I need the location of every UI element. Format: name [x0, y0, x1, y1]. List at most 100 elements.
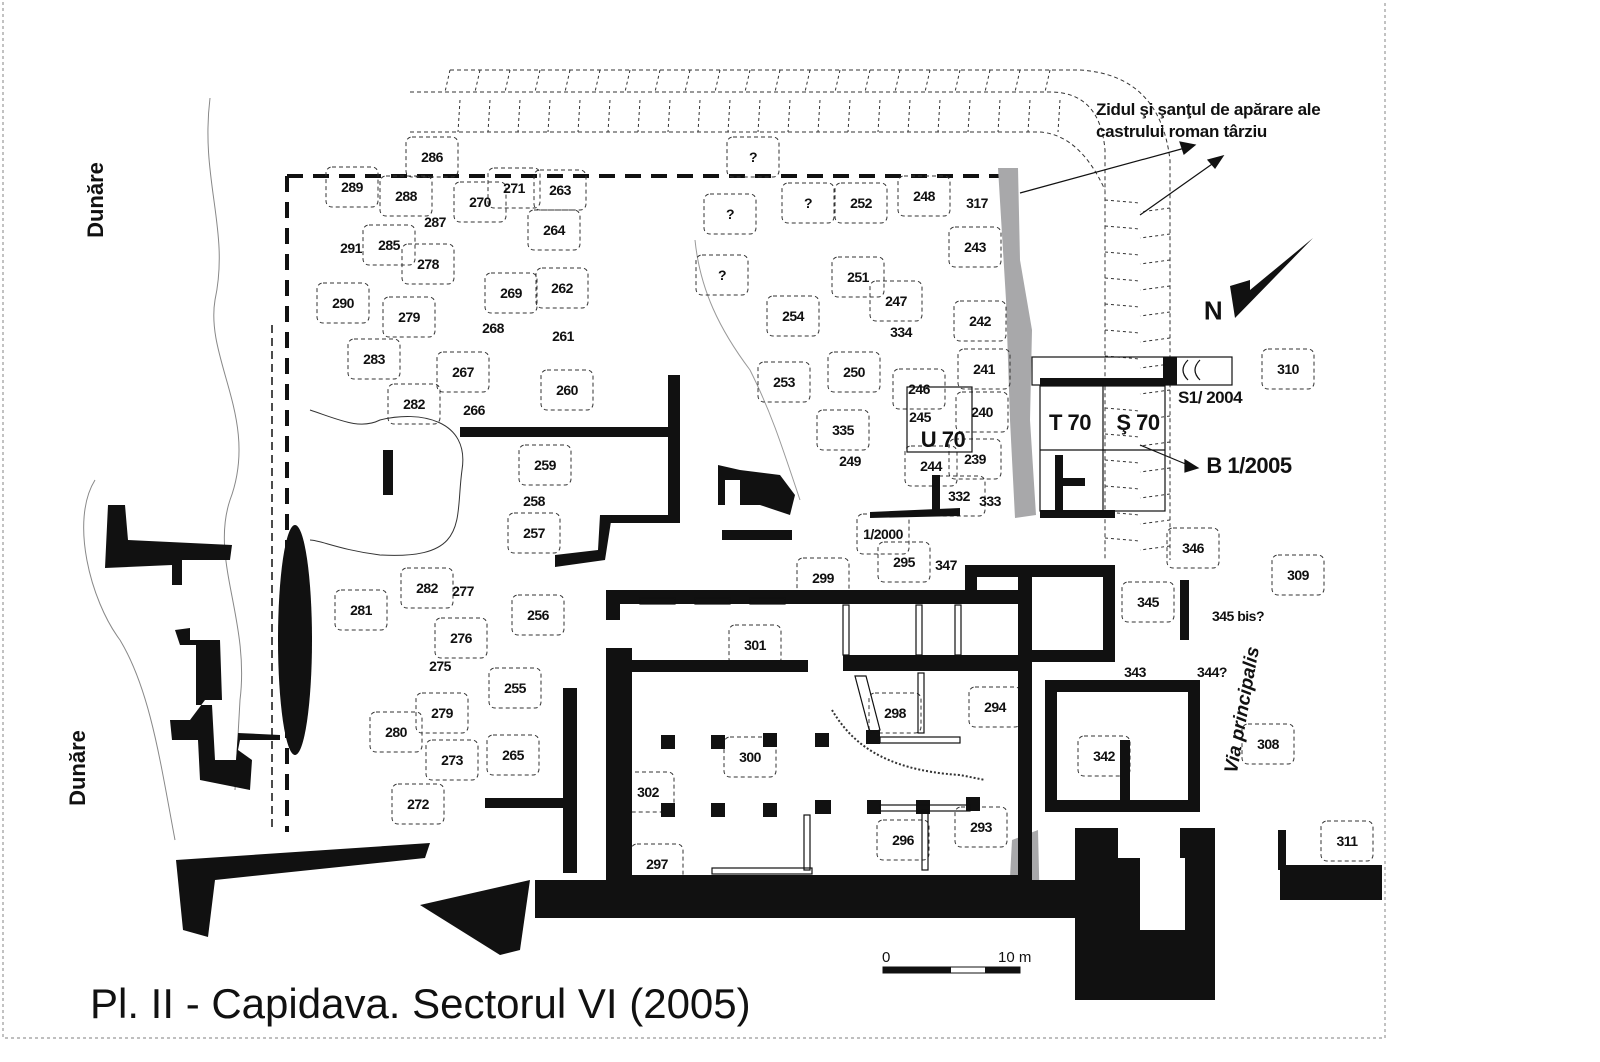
feature-number: 286 [421, 149, 443, 165]
feature-outline [391, 783, 445, 825]
feature-number: 289 [341, 179, 363, 195]
ditch-segment [1104, 407, 1171, 421]
feature-number: 264 [543, 222, 565, 238]
feature-number: 310 [1277, 361, 1299, 377]
feature-outline [876, 819, 930, 861]
ditch-segment [834, 69, 851, 133]
trench-label: B 1/2005 [1206, 453, 1292, 478]
ditch-segment [1104, 381, 1171, 395]
feature-number: 278 [417, 256, 439, 272]
feature-outline [425, 739, 479, 781]
feature-outline [816, 409, 870, 451]
feature-outline [781, 182, 835, 224]
feature-outline [405, 136, 459, 178]
feature-number: 293 [970, 819, 992, 835]
feature-number: 245 [909, 409, 931, 425]
brick-walls [639, 356, 1233, 875]
drain-channel [831, 709, 986, 781]
ditch-segment [864, 69, 881, 133]
feature-number: 332 [948, 488, 970, 504]
feature-outline [703, 193, 757, 235]
ditch-segment [594, 69, 611, 133]
feature-number: 295 [893, 554, 915, 570]
ditch-segment [1104, 485, 1171, 499]
feature-outline [527, 209, 581, 251]
feature-number: 311 [1336, 833, 1358, 849]
feature-number: 242 [969, 313, 991, 329]
feature-number: 299 [812, 570, 834, 586]
feature-outline [877, 541, 931, 583]
pillars [661, 730, 980, 817]
feature-outline [535, 267, 589, 309]
feature-number: 290 [332, 295, 354, 311]
feature-number: 285 [378, 237, 400, 253]
feature-outline [415, 692, 469, 734]
feature-outline [954, 806, 1008, 848]
feature-outline [540, 369, 594, 411]
feature-outline [486, 734, 540, 776]
feature-number: 255 [504, 680, 526, 696]
ditch-segment [474, 69, 491, 133]
ditch-segment [1104, 225, 1171, 239]
feature-number: 281 [350, 602, 372, 618]
feature-outline [316, 282, 370, 324]
ditch-segment [1104, 433, 1171, 447]
feature-number: 346 [1182, 540, 1204, 556]
feature-number: 272 [407, 796, 429, 812]
feature-number: 251 [847, 269, 869, 285]
annotation-line-1: Zidul şi şanţul de apărare ale [1096, 100, 1321, 119]
scale-end: 10 m [998, 949, 1032, 966]
ditch-segment [1104, 251, 1171, 265]
feature-number: ? [803, 195, 813, 211]
feature-number: 297 [646, 856, 668, 872]
sector-label: Ş 70 [1116, 410, 1160, 435]
feature-number: 258 [523, 493, 545, 509]
feature-outline [948, 226, 1002, 268]
feature-outline [1320, 820, 1374, 862]
feature-number: 342 [1093, 748, 1115, 764]
feature-number: 334 [890, 324, 912, 340]
feature-outline [387, 383, 441, 425]
feature-outline [334, 589, 388, 631]
sector-label: T 70 [1048, 410, 1092, 435]
feature-number: 301 [744, 637, 766, 653]
feature-outline [362, 224, 416, 266]
feature-number: 345 [1137, 594, 1159, 610]
feature-number: 347 [935, 557, 957, 573]
feature-outline [1241, 723, 1295, 765]
feature-number: 263 [549, 182, 571, 198]
feature-number: 241 [973, 361, 995, 377]
feature-outline [757, 361, 811, 403]
feature-outline [953, 300, 1007, 342]
feature-number: 248 [913, 188, 935, 204]
feature-number: 294 [984, 699, 1006, 715]
feature-outline [1261, 348, 1315, 390]
river-bank-line [207, 97, 243, 791]
pit-outline [309, 409, 464, 556]
feature-number: 260 [556, 382, 578, 398]
river-label: Dunăre [65, 730, 90, 806]
feature-number: 265 [502, 747, 524, 763]
feature-outline [831, 256, 885, 298]
ditch-segment [984, 69, 1001, 133]
feature-number: 333 [979, 493, 1001, 509]
ditch-segment [534, 69, 551, 133]
feature-outline [957, 348, 1011, 390]
feature-number: 249 [839, 453, 861, 469]
feature-outline [382, 296, 436, 338]
ditch-segment [1104, 277, 1171, 291]
trench-label: S1/ 2004 [1177, 388, 1243, 407]
feature-number: 344? [1197, 664, 1227, 680]
ditch-segment [1104, 303, 1171, 317]
feature-outline [347, 338, 401, 380]
feature-number: ? [725, 206, 735, 222]
feature-outline [453, 181, 507, 223]
annotation-arrows [1019, 141, 1225, 473]
gray-defense-wall [998, 168, 1036, 518]
feature-number: 298 [884, 705, 906, 721]
feature-number: 280 [385, 724, 407, 740]
feature-outline [897, 175, 951, 217]
walls [105, 357, 1382, 1000]
ditch-segment [1044, 69, 1061, 133]
